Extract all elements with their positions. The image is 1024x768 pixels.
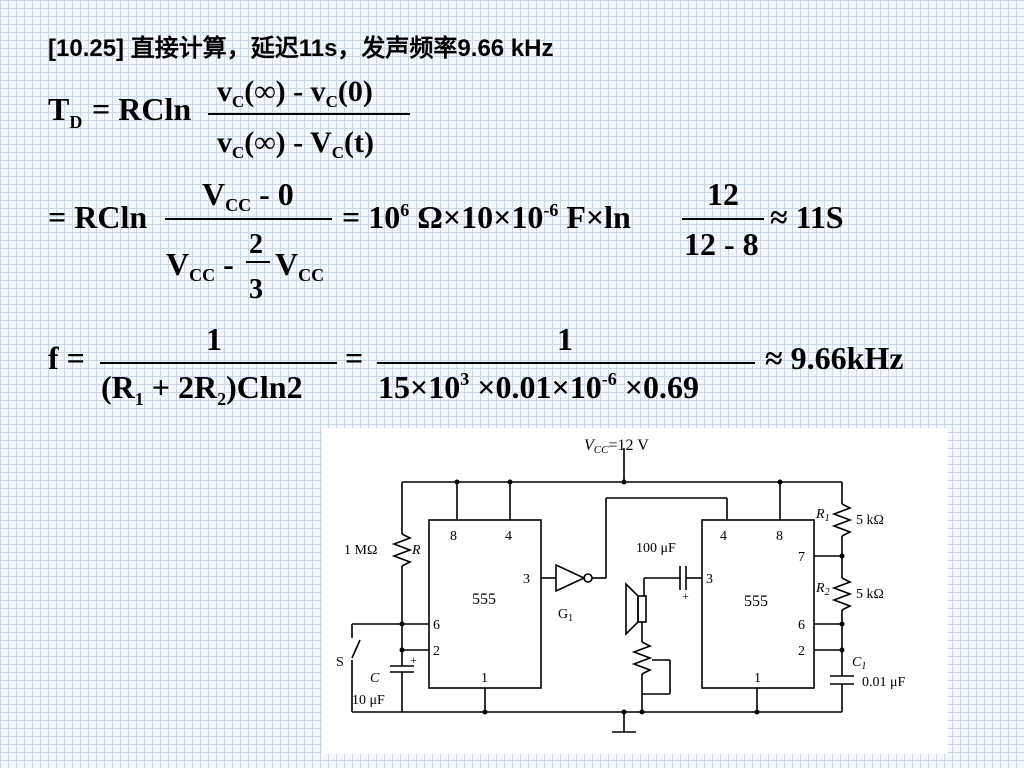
formulas: TD = RCln vC(∞) - vC(0) vC(∞) - VC(t) = … xyxy=(48,75,903,409)
eq3-num: 1 xyxy=(206,321,222,357)
equation-3: f = 1 (R1 + 2R2)Cln2 = 1 15×103 ×0.01×10… xyxy=(48,321,903,409)
eq2-den2: 12 - 8 xyxy=(684,226,759,262)
eq2-prefix: = RCln xyxy=(48,199,147,235)
junction xyxy=(621,709,627,715)
resistor-r1 xyxy=(831,503,853,537)
junction xyxy=(621,479,627,485)
speaker xyxy=(637,595,647,623)
equation-1: TD = RCln vC(∞) - vC(0) vC(∞) - VC(t) xyxy=(48,75,410,162)
eq2-num2: 12 xyxy=(707,176,739,212)
junction xyxy=(639,709,645,715)
potentiometer xyxy=(631,641,653,675)
left-chip-label: 555 xyxy=(472,591,496,608)
c-name-label: C xyxy=(370,671,380,686)
circuit-panel: VCC=12 V 8 4 3 6 2 1 555 4 8 3 7 6 2 1 5… xyxy=(322,428,948,754)
right-pin7-label: 7 xyxy=(798,550,805,565)
resistor-r xyxy=(391,533,413,567)
right-pin3-label: 3 xyxy=(706,572,713,587)
c-plus-label: + xyxy=(410,653,417,667)
r1-value-label: 5 kΩ xyxy=(856,513,884,528)
switch-label: S xyxy=(336,655,344,670)
r2-value-label: 5 kΩ xyxy=(856,587,884,602)
junction xyxy=(754,709,760,715)
eq2-middle: = 106 Ω×10×10-6 F×ln xyxy=(342,199,631,235)
speaker-cone xyxy=(625,582,639,636)
left-pin1-label: 1 xyxy=(481,671,488,686)
eq3-den2: 15×103 ×0.01×10-6 ×0.69 xyxy=(378,369,699,405)
eq3-eq: = xyxy=(345,340,363,376)
junction xyxy=(482,709,488,715)
c1-name-label: C1 xyxy=(852,655,866,672)
cap100-label: 100 μF xyxy=(636,541,676,556)
left-pin4-label: 4 xyxy=(505,529,512,544)
right-pin2-label: 2 xyxy=(798,644,805,659)
right-pin4-label: 4 xyxy=(720,529,727,544)
eq2-result: ≈ 11S xyxy=(770,199,844,235)
eq3-result: ≈ 9.66kHz xyxy=(765,340,903,376)
circuit-diagram: VCC=12 V 8 4 3 6 2 1 555 4 8 3 7 6 2 1 5… xyxy=(336,437,906,733)
eq3-num2: 1 xyxy=(557,321,573,357)
resistor-r2 xyxy=(831,577,853,611)
right-pin1-label: 1 xyxy=(754,671,761,686)
right-chip-label: 555 xyxy=(744,593,768,610)
inverter-g1 xyxy=(555,563,586,593)
eq1-denominator: vC(∞) - VC(t) xyxy=(217,126,374,162)
r1-name-label: R1 xyxy=(815,507,830,524)
eq2-denominator: VCC - xyxy=(166,246,234,285)
eq2-numerator: VCC - 0 xyxy=(202,176,294,215)
junction xyxy=(839,553,845,559)
eq2-three: 3 xyxy=(249,274,263,305)
r2-name-label: R2 xyxy=(815,581,830,598)
junction xyxy=(777,479,783,485)
left-pin6-label: 6 xyxy=(433,618,440,633)
gate-label: G1 xyxy=(558,607,573,624)
cap100-plus: + xyxy=(682,589,689,603)
vcc-label: VCC=12 V xyxy=(584,437,649,456)
c1-value-label: 0.01 μF xyxy=(862,675,906,690)
c-value-label: 10 μF xyxy=(352,693,385,708)
junction xyxy=(399,647,405,653)
right-pin6-label: 6 xyxy=(798,618,805,633)
junction xyxy=(839,621,845,627)
equation-2: = RCln VCC - 0 VCC - 2 3 VCC = 106 Ω×10×… xyxy=(48,176,844,305)
eq1-lhs: TD xyxy=(48,91,82,132)
eq2-two: 2 xyxy=(249,229,263,260)
eq3-lhs: f = xyxy=(48,340,85,376)
eq1-prefix: = RCln xyxy=(92,91,191,127)
eq1-numerator: vC(∞) - vC(0) xyxy=(217,75,373,111)
eq2-vcc: VCC xyxy=(275,246,324,285)
left-pin3-label: 3 xyxy=(523,572,530,587)
right-pin8-label: 8 xyxy=(776,529,783,544)
right-555-chip xyxy=(701,519,815,689)
r-name-label: R xyxy=(411,543,421,558)
junction xyxy=(839,647,845,653)
switch-s xyxy=(351,639,361,659)
r-value-label: 1 MΩ xyxy=(344,543,377,558)
junction xyxy=(454,479,460,485)
left-pin8-label: 8 xyxy=(450,529,457,544)
problem-heading: [10.25] 直接计算，延迟11s，发声频率9.66 kHz xyxy=(48,35,554,62)
eq3-den: (R1 + 2R2)Cln2 xyxy=(101,369,303,409)
junction xyxy=(507,479,513,485)
junction xyxy=(399,621,405,627)
left-pin2-label: 2 xyxy=(433,644,440,659)
